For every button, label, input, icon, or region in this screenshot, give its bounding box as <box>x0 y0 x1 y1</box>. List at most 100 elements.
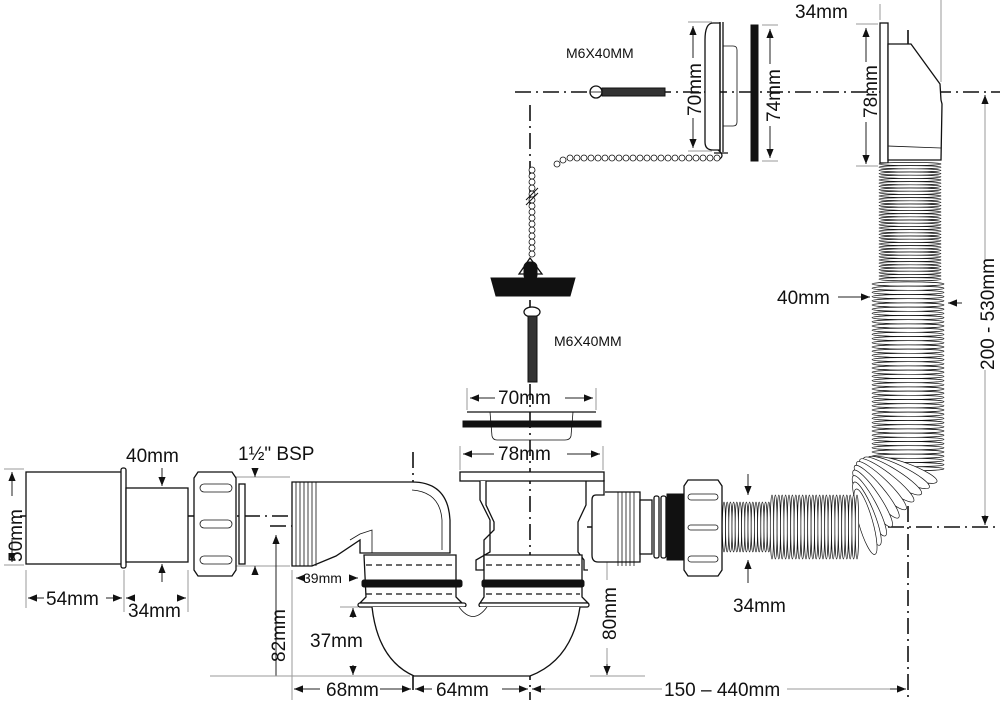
hose-rib <box>878 258 942 262</box>
hose-rib <box>760 501 765 553</box>
chain-bead <box>615 154 623 162</box>
hose-rib <box>786 494 792 560</box>
hose-rib <box>848 494 853 560</box>
connector-hose <box>722 494 860 560</box>
chain-bead <box>566 154 574 162</box>
chain-bead <box>594 154 602 162</box>
chain-bead <box>657 154 665 162</box>
hose-rib <box>878 235 942 240</box>
trap-bowl <box>357 554 590 677</box>
hose-rib <box>776 494 781 560</box>
hose-rib <box>871 348 945 354</box>
hose-rib <box>837 494 843 560</box>
hose-rib <box>744 501 749 553</box>
chain-bead <box>650 154 658 162</box>
chain-bead <box>528 196 536 204</box>
hose-rib <box>871 281 945 287</box>
overflow-hose-offset-label: 150 – 440mm <box>664 680 780 701</box>
chain-bead <box>528 202 536 210</box>
hose-rib <box>817 494 822 560</box>
hose-rib <box>750 501 755 553</box>
hose-rib <box>878 232 942 237</box>
hose-rib <box>878 181 942 186</box>
chain-bead <box>528 208 536 216</box>
hose-rib <box>871 449 945 455</box>
hose-rib <box>763 501 768 553</box>
hose-rib <box>747 501 752 553</box>
hose-rib <box>871 445 945 451</box>
hose-rib <box>871 378 945 384</box>
overflow-inlet-height-label: 80mm <box>600 587 621 640</box>
chain-bead <box>699 154 707 162</box>
hose-rib <box>728 501 733 553</box>
chain-bead <box>553 160 561 168</box>
hose-rib <box>878 206 942 211</box>
hose-rib <box>738 501 742 553</box>
hose-rib <box>734 501 739 553</box>
hose-rib <box>722 501 726 553</box>
hose-rib <box>871 403 945 409</box>
hose-rib <box>871 327 945 333</box>
overflow-plate-dia-label: 70mm <box>685 63 706 116</box>
hose-rib <box>807 494 812 560</box>
hose-rib <box>871 285 945 291</box>
hose-rib <box>871 289 945 295</box>
hose-rib <box>871 399 945 405</box>
hose-rib <box>844 494 849 560</box>
hose-rib <box>871 369 945 375</box>
hose-rib <box>871 386 945 392</box>
hose-rib <box>871 394 945 400</box>
overflow-connector <box>591 479 723 577</box>
hose-rib <box>800 494 805 560</box>
hose-rib <box>783 494 788 560</box>
chain-bead <box>685 154 693 162</box>
chain-bead <box>580 154 588 162</box>
waste-body <box>459 471 605 571</box>
chain-bead <box>601 154 609 162</box>
hose-rib <box>871 420 945 426</box>
hose-rib <box>871 310 945 316</box>
hose-rib <box>810 494 815 560</box>
chain-bead <box>559 156 567 164</box>
adaptor-outer-dia-label: 50mm <box>6 509 27 562</box>
hose-rib <box>871 302 945 308</box>
hose-rib <box>871 415 945 421</box>
chain-bead <box>678 154 686 162</box>
pipe-adaptor <box>25 467 189 569</box>
overflow-gasket-dia-label: 74mm <box>764 69 785 122</box>
chain-bead <box>528 178 536 186</box>
spigot-length-label: 34mm <box>128 601 181 622</box>
overflow-cover-plate <box>704 22 738 161</box>
hose-rib <box>871 344 945 350</box>
hose-rib <box>757 501 762 553</box>
hose-rib <box>793 494 798 560</box>
hose-rib <box>797 494 802 560</box>
chain-bead <box>528 214 536 222</box>
hose-rib <box>878 274 942 278</box>
hose-rib <box>878 187 942 192</box>
chain-bead <box>587 154 595 162</box>
chain-bead <box>671 154 679 162</box>
chain-bead <box>573 154 581 162</box>
hose-rib <box>871 436 945 442</box>
chain-bead <box>528 232 536 240</box>
hose-rib <box>878 277 942 282</box>
hose-rib <box>878 219 942 224</box>
hose-rib <box>878 213 942 218</box>
hose-rib <box>871 424 945 430</box>
hose-rib <box>878 178 942 182</box>
hose-rib <box>831 494 836 560</box>
hose-rib <box>871 331 945 337</box>
hose-rib <box>878 261 942 266</box>
hose-rib <box>841 494 846 560</box>
hose-rib <box>731 501 736 553</box>
hose-rib <box>741 501 746 553</box>
hose-rib <box>871 336 945 342</box>
trap-center-spacing-label: 64mm <box>436 680 489 701</box>
hose-rib <box>871 361 945 367</box>
hose-rib <box>878 184 942 189</box>
overflow-gasket <box>750 24 759 162</box>
hose-rib <box>878 165 942 170</box>
chain-bead <box>692 154 700 162</box>
